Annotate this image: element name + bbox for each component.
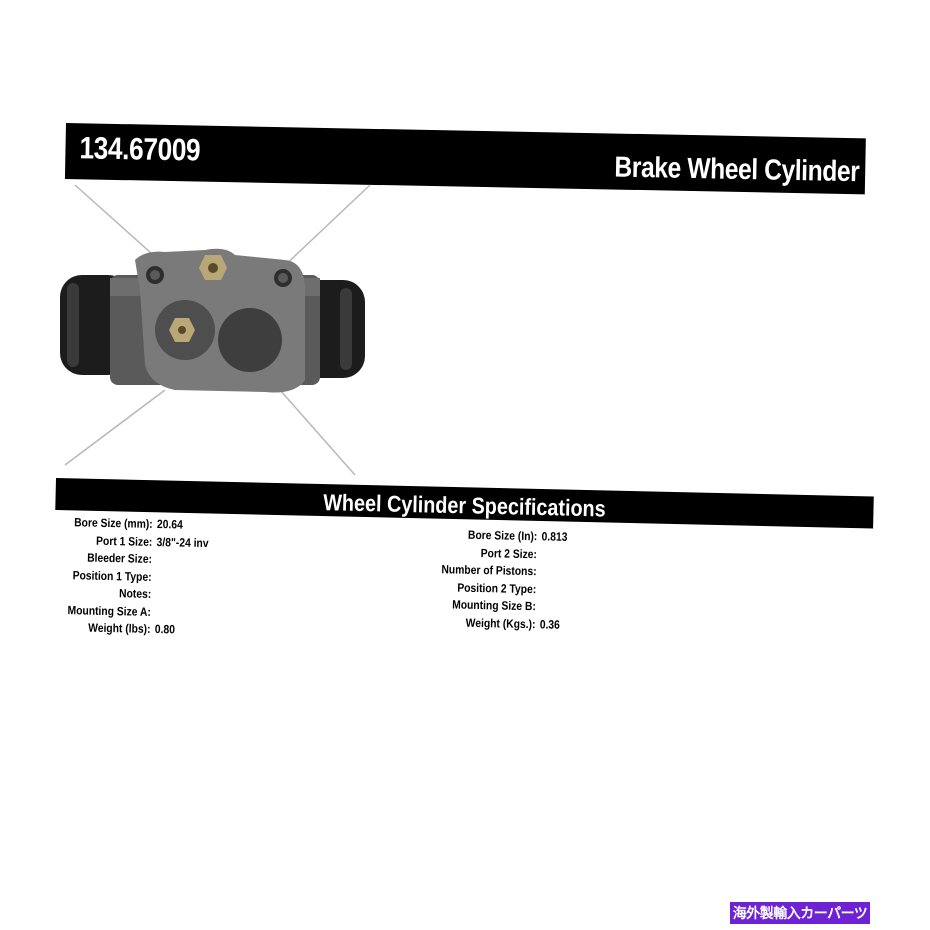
spec-value: 0.80 [154,622,176,637]
spec-label: Bleeder Size: [87,550,153,566]
spec-label: Bore Size (mm): [74,515,153,531]
spec-value [536,564,541,582]
spec-value [536,599,541,617]
spec-value [151,604,156,622]
part-number: 134.67009 [79,130,201,168]
spec-label: Position 1 Type: [72,567,152,584]
import-parts-badge: 海外製輸入カーパーツ [730,902,870,924]
spec-row: Weight (lbs):0.80 [57,620,206,641]
spec-value [537,547,542,565]
spec-value [536,582,541,600]
spec-label: Mounting Size A: [67,602,152,619]
spec-value: 20.64 [156,517,183,532]
spec-label: Bore Size (In): [467,527,538,544]
spec-label: Port 2 Size: [480,545,538,561]
spec-label: Mounting Size B: [452,597,537,614]
spec-value: 0.813 [541,529,568,544]
spec-label: Weight (lbs): [88,620,151,636]
spec-value [151,569,156,587]
spec-value [152,552,157,570]
spec-label: Weight (Kgs.): [465,615,536,631]
spec-column-left: Bore Size (mm):20.64 Port 1 Size:3/8"-24… [57,515,209,641]
spec-label: Position 2 Type: [457,580,537,596]
spec-row: Weight (Kgs.):0.36 [428,614,566,634]
spec-column-right: Bore Size (In):0.813 Port 2 Size: Number… [428,527,568,635]
spec-label: Notes: [118,586,152,601]
spec-value: 0.36 [539,616,561,632]
spec-value [151,587,156,605]
spec-label: Number of Pistons: [441,562,537,579]
part-title: Brake Wheel Cylinder [614,151,860,189]
wheel-cylinder-image [60,184,371,476]
spec-title: Wheel Cylinder Specifications [322,489,606,522]
spec-label: Port 1 Size: [96,533,153,549]
spec-value: 3/8"-24 inv [156,534,209,550]
